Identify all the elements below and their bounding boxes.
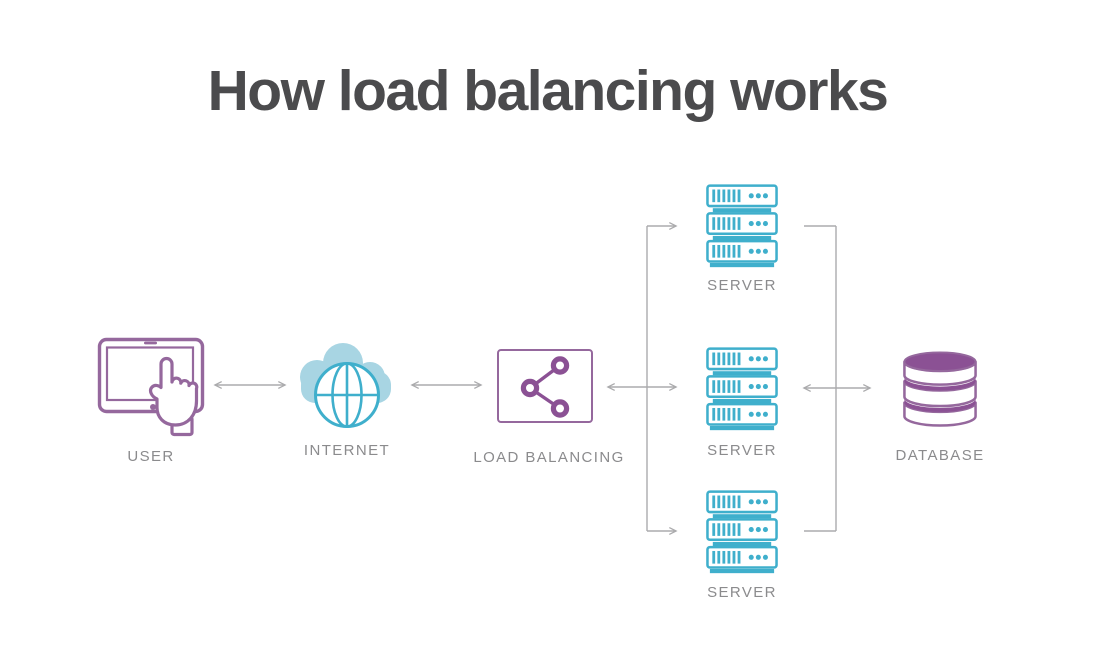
- server-rack-icon: [706, 347, 778, 431]
- node-server-1: [706, 184, 778, 273]
- label-database: DATABASE: [895, 447, 985, 464]
- pointing-hand-icon: [148, 356, 199, 437]
- internet-globe-icon: [300, 343, 391, 428]
- share-icon: [520, 356, 570, 418]
- label-server-1: SERVER: [707, 277, 777, 294]
- server-rack-icon: [706, 490, 778, 574]
- label-internet: INTERNET: [303, 442, 391, 459]
- load-balancer-share-icon: [497, 349, 593, 423]
- label-user: USER: [127, 448, 175, 465]
- node-internet: [295, 337, 398, 437]
- database-cylinder-icon: [903, 351, 977, 427]
- tablet-touch-icon: [97, 337, 205, 437]
- node-server-3: [706, 490, 778, 579]
- diagram-title: How load balancing works: [207, 59, 889, 123]
- node-user: [97, 337, 209, 446]
- label-server-3: SERVER: [707, 584, 777, 601]
- node-load-balancing: [497, 349, 593, 428]
- server-rack-icon: [706, 184, 778, 268]
- node-server-2: [706, 347, 778, 436]
- globe-shape: [314, 362, 380, 428]
- node-database: [902, 349, 978, 434]
- label-server-2: SERVER: [707, 442, 777, 459]
- label-load-balancing: LOAD BALANCING: [473, 449, 625, 466]
